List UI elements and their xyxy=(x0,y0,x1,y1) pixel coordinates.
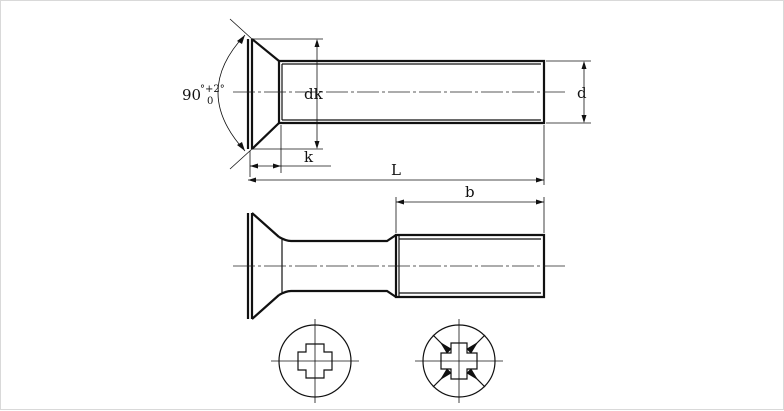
bottom-screw-view xyxy=(233,212,566,320)
d-label: d xyxy=(577,84,587,102)
bottom-reduced-shank xyxy=(278,234,397,298)
b-dimension: b xyxy=(395,183,545,233)
top-head-outline xyxy=(246,38,280,150)
top-screw-view xyxy=(233,38,566,150)
angle-sub-label: 0 xyxy=(207,96,213,107)
top-shank-outline xyxy=(277,59,546,125)
angle-main-label: 90 xyxy=(182,86,201,104)
k-dimension: k xyxy=(249,125,331,177)
thread-outline xyxy=(394,233,546,299)
pozidriv-head-view xyxy=(415,319,503,403)
b-label: b xyxy=(465,183,475,201)
phillips-head-view xyxy=(271,319,359,403)
angle-sup-label: °+2° xyxy=(200,84,225,95)
angle-dimension: 90 °+2° 0 xyxy=(182,18,253,170)
L-label: L xyxy=(391,161,401,179)
dk-dimension: dk xyxy=(252,38,324,150)
dk-label: dk xyxy=(304,85,324,103)
k-label: k xyxy=(304,148,314,166)
L-dimension: L xyxy=(248,125,545,185)
d-dimension: d xyxy=(546,60,591,124)
